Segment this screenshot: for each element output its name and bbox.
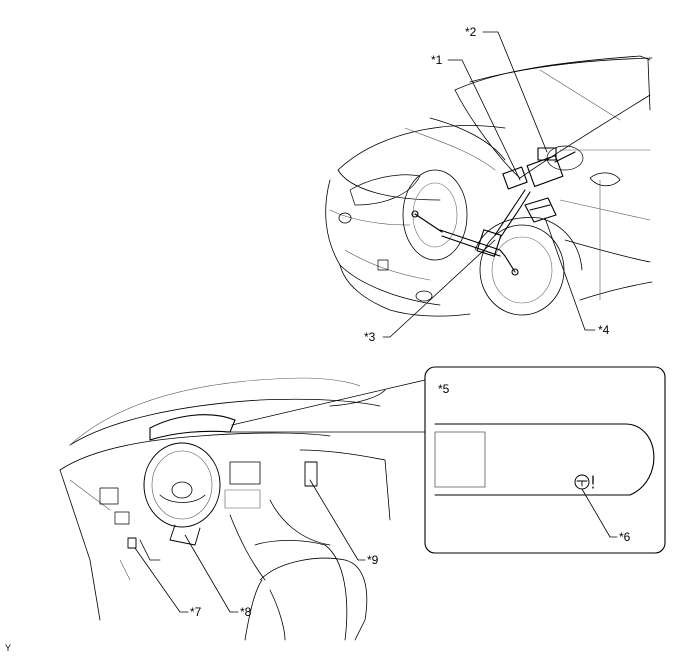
callout-1: *1 (431, 53, 443, 67)
leader-line-5b (231, 379, 426, 426)
leader-lines-bottom (134, 379, 426, 613)
leader-line-8 (184, 534, 239, 613)
callout-2: *2 (465, 25, 477, 39)
steering-gear-assembly (411, 147, 576, 276)
inset-display-area (434, 431, 486, 488)
dashboard-illustration (59, 377, 391, 641)
callout-3: *3 (364, 330, 376, 344)
detail-inset (424, 366, 666, 554)
corner-mark: Y (5, 643, 12, 653)
leader-line-4 (544, 217, 596, 331)
callout-4: *4 (598, 323, 610, 337)
leader-line-6 (581, 488, 618, 538)
leader-line-1 (447, 59, 521, 181)
callout-9: *9 (367, 553, 379, 567)
callout-8: *8 (240, 605, 252, 619)
leader-line-2 (482, 31, 548, 153)
leader-lines-top (382, 31, 596, 338)
inset-frame (424, 366, 666, 554)
car-illustration (325, 55, 653, 317)
leader-line-3 (382, 239, 496, 338)
callout-7: *7 (190, 605, 202, 619)
leader-line-7 (134, 547, 189, 613)
callout-5: *5 (438, 382, 450, 396)
leader-line-9 (309, 479, 366, 561)
callout-6: *6 (619, 530, 631, 544)
inset-meter-outline (434, 423, 655, 496)
